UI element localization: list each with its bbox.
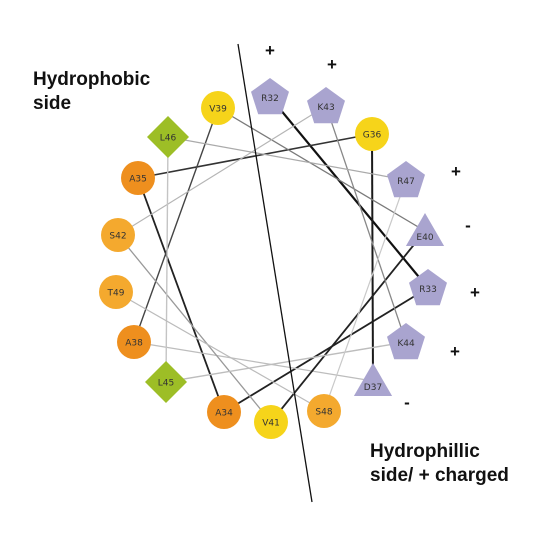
residue-l45: L45 xyxy=(145,361,187,403)
residue-g36: G36 xyxy=(355,117,389,151)
positive-charge-sign: + xyxy=(450,342,460,361)
residue-pentagon xyxy=(387,161,425,198)
negative-charge-sign: - xyxy=(404,393,410,412)
residue-label: S48 xyxy=(315,408,332,418)
residue-t49: T49 xyxy=(99,275,133,309)
residue-s42: S42 xyxy=(101,218,135,252)
connection-a35-g36 xyxy=(137,133,373,179)
residue-label: R33 xyxy=(419,285,437,295)
connection-v39-e40 xyxy=(217,107,426,232)
residue-circle xyxy=(101,218,135,252)
residue-r32: R32 xyxy=(251,78,289,115)
residue-circle xyxy=(201,91,235,125)
residue-r47: R47 xyxy=(387,161,425,198)
residue-pentagon xyxy=(251,78,289,115)
hydrophobic-label-line2: side xyxy=(33,93,72,114)
charges-layer: + + + - + + - xyxy=(265,41,480,412)
hydrophobic-label-line1: Hydrophobic xyxy=(33,69,151,90)
connection-r33-a34 xyxy=(223,287,429,413)
residue-circle xyxy=(121,161,155,195)
hydrophilic-side-label: Hydrophillic side/ + charged xyxy=(370,440,509,488)
positive-charge-sign: + xyxy=(265,41,275,60)
connection-e40-v41 xyxy=(270,230,426,423)
residue-v41: V41 xyxy=(254,405,288,439)
residue-label: T49 xyxy=(107,289,125,299)
connection-v41-s42 xyxy=(117,234,272,423)
residue-label: A35 xyxy=(129,175,147,185)
residue-a34: A34 xyxy=(207,395,241,429)
residue-circle xyxy=(117,325,151,359)
residue-label: R47 xyxy=(397,177,415,187)
residue-label: V39 xyxy=(209,105,227,115)
residue-label: V41 xyxy=(262,419,280,429)
positive-charge-sign: + xyxy=(470,283,480,302)
residue-e40: E40 xyxy=(405,213,445,246)
connection-s48-t49 xyxy=(115,291,325,412)
connection-g36-d37 xyxy=(371,133,374,382)
residue-pentagon xyxy=(307,87,345,124)
residue-triangle xyxy=(353,363,393,396)
residue-label: S42 xyxy=(109,232,126,242)
residue-s48: S48 xyxy=(307,394,341,428)
residue-v39: V39 xyxy=(201,91,235,125)
residue-diamond xyxy=(145,361,187,403)
residue-circle xyxy=(254,405,288,439)
hydrophilic-label-line2: side/ + charged xyxy=(370,465,509,486)
negative-charge-sign: - xyxy=(465,216,471,235)
hydrophilic-label-line1: Hydrophillic xyxy=(370,441,480,462)
residue-triangle xyxy=(405,213,445,246)
residue-l46: L46 xyxy=(147,116,189,158)
connection-l45-l46 xyxy=(165,136,169,383)
residue-k44: K44 xyxy=(387,323,425,360)
residue-pentagon xyxy=(409,269,447,306)
residue-label: A34 xyxy=(215,409,233,419)
residue-k43: K43 xyxy=(307,87,345,124)
residue-pentagon xyxy=(387,323,425,360)
residue-label: R32 xyxy=(261,94,279,104)
residue-label: E40 xyxy=(416,233,433,243)
hydrophobic-side-label: Hydrophobic side xyxy=(33,68,150,116)
divider-line xyxy=(237,43,313,503)
residue-label: K44 xyxy=(397,339,415,349)
residue-label: L46 xyxy=(160,134,177,144)
connections-layer xyxy=(115,96,429,423)
residue-label: D37 xyxy=(364,383,382,393)
residue-circle xyxy=(207,395,241,429)
residue-circle xyxy=(307,394,341,428)
connection-d37-a38 xyxy=(133,341,374,382)
connection-a34-a35 xyxy=(137,177,225,413)
positive-charge-sign: + xyxy=(327,55,337,74)
residue-r33: R33 xyxy=(409,269,447,306)
connection-r32-r33 xyxy=(269,96,429,289)
positive-charge-sign: + xyxy=(451,162,461,181)
residue-d37: D37 xyxy=(353,363,393,396)
residue-label: K43 xyxy=(317,103,334,113)
residue-diamond xyxy=(147,116,189,158)
residue-a38: A38 xyxy=(117,325,151,359)
connection-k43-k44 xyxy=(325,105,407,343)
residue-label: A38 xyxy=(125,339,143,349)
residue-circle xyxy=(99,275,133,309)
connection-s42-k43 xyxy=(117,105,327,236)
connection-a38-v39 xyxy=(133,107,219,343)
connection-k44-l45 xyxy=(165,341,407,383)
connection-l46-r47 xyxy=(167,136,407,181)
residue-label: L45 xyxy=(158,379,174,389)
residue-circle xyxy=(355,117,389,151)
connection-r47-s48 xyxy=(323,179,407,412)
residue-a35: A35 xyxy=(121,161,155,195)
residue-label: G36 xyxy=(363,131,382,141)
